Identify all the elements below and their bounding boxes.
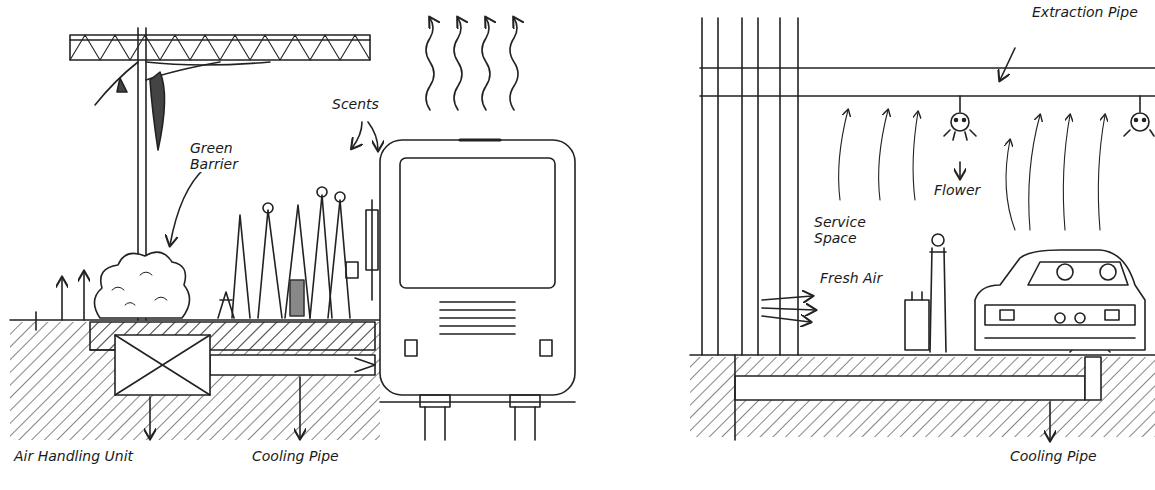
annotation-label: Air Handling Unit bbox=[12, 448, 135, 464]
annotation-label: Cooling Pipe bbox=[1008, 448, 1099, 464]
annotation-label: Extraction Pipe bbox=[1030, 4, 1140, 20]
annotation-label: Flower bbox=[932, 182, 982, 198]
annotation-label: Fresh Air bbox=[818, 270, 884, 286]
annotation-label: Service Space bbox=[812, 214, 886, 246]
annotation-label: Scents bbox=[330, 96, 381, 112]
annotation-label: Green Barrier bbox=[188, 140, 252, 172]
annotation-label: Cooling Pipe bbox=[250, 448, 341, 464]
